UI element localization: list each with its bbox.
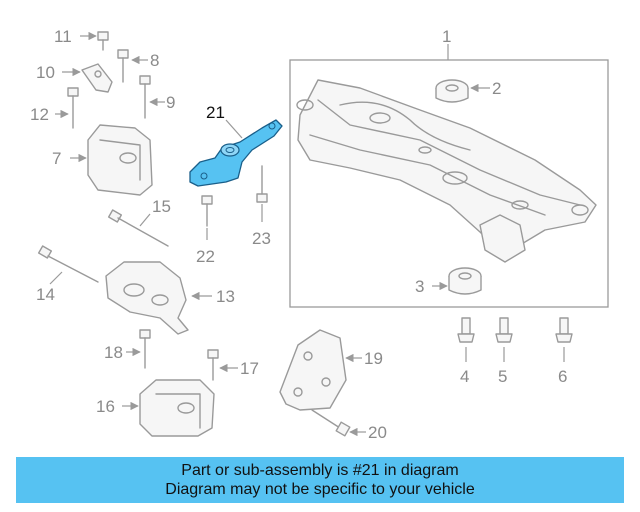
subframe-frame (289, 59, 609, 308)
bolt-4: 4 (457, 317, 475, 386)
bracket-19: 19 (279, 329, 383, 411)
bolt-5: 5 (495, 317, 513, 386)
banner-line-1: Part or sub-assembly is #21 in diagram (181, 462, 459, 479)
callout-6: 6 (558, 367, 567, 386)
callout-3: 3 (415, 277, 424, 296)
subframe-group: 1 (289, 27, 609, 308)
bolt-20: 20 (311, 409, 387, 442)
callout-1: 1 (442, 27, 451, 46)
callout-10: 10 (36, 63, 55, 82)
callout-2: 2 (492, 79, 501, 98)
bushing-lower: 3 (415, 267, 482, 296)
bolt-22: 22 (196, 195, 215, 266)
info-banner: Part or sub-assembly is #21 in diagram D… (16, 457, 624, 503)
callout-23: 23 (252, 229, 271, 248)
callout-18: 18 (104, 343, 123, 362)
callout-13: 13 (216, 287, 235, 306)
bolt-17: 17 (207, 349, 259, 381)
mount-13: 13 (105, 261, 235, 335)
subframe (296, 79, 597, 263)
callout-20: 20 (368, 423, 387, 442)
bolt-9: 9 (139, 75, 175, 119)
mount-7: 7 (52, 124, 153, 196)
bolt-23: 23 (252, 165, 271, 248)
callout-16: 16 (96, 397, 115, 416)
bolt-15: 15 (107, 197, 171, 247)
callout-15: 15 (152, 197, 171, 216)
banner-line-2: Diagram may not be specific to your vehi… (165, 481, 475, 498)
callout-11: 11 (54, 27, 72, 46)
bolt-18: 18 (104, 329, 151, 369)
callout-19: 19 (364, 349, 383, 368)
callout-9: 9 (166, 93, 175, 112)
callout-17: 17 (240, 359, 259, 378)
callout-4: 4 (460, 367, 469, 386)
bushing-upper: 2 (435, 79, 501, 103)
callout-12: 12 (30, 105, 49, 124)
torque-rod-21: 21 (189, 103, 283, 187)
bolt-12: 12 (30, 87, 79, 129)
callout-8: 8 (150, 51, 159, 70)
bracket-10: 10 (36, 63, 113, 93)
callout-7: 7 (52, 149, 61, 168)
bolt-6: 6 (555, 317, 573, 386)
callout-14: 14 (36, 285, 55, 304)
mount-16: 16 (96, 379, 215, 437)
callout-22: 22 (196, 247, 215, 266)
bolt-11: 11 (54, 27, 109, 51)
bolt-8: 8 (117, 49, 159, 83)
bolt-14: 14 (36, 245, 99, 304)
callout-21: 21 (206, 103, 225, 122)
callout-5: 5 (498, 367, 507, 386)
parts-diagram: 1 2 3 4 (30, 27, 609, 442)
